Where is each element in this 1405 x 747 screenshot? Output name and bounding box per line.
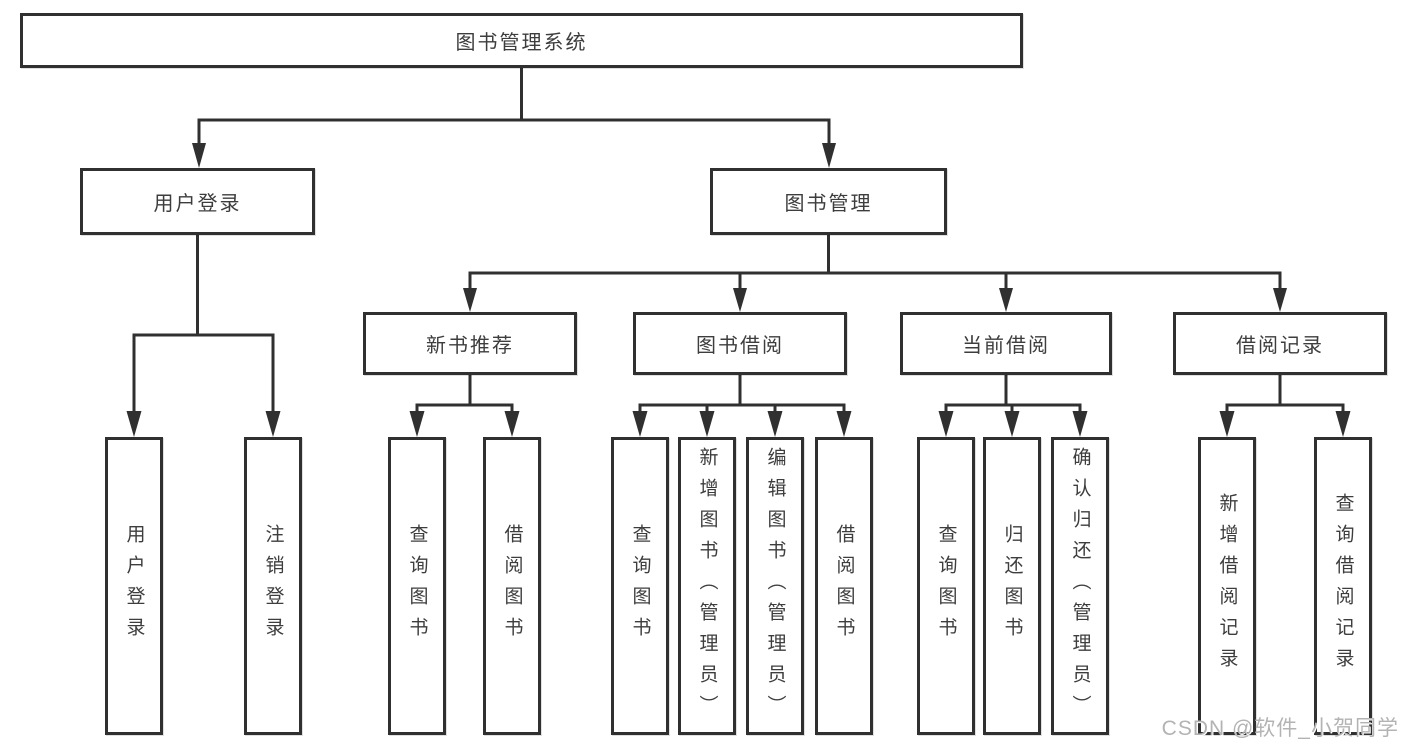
node-current-borrow: 当前借阅 (900, 312, 1112, 375)
leaf-edit-books-admin: 编辑图书（管理员） (746, 437, 804, 735)
leaf-confirm-return-admin: 确认归还（管理员） (1051, 437, 1109, 735)
node-user-login-label: 用户登录 (153, 193, 242, 215)
node-library-system-label: 图书管理系统 (455, 32, 588, 54)
leaf-current-query-books: 查询图书 (917, 437, 975, 735)
leaf-confirm-return-admin-label: 确认归还（管理员） (1069, 446, 1091, 726)
arrowhead-icons (126, 143, 1351, 437)
node-book-borrow-label: 图书借阅 (696, 335, 784, 357)
node-new-book-recommend: 新书推荐 (363, 312, 577, 375)
leaf-return-books-label: 归还图书 (1001, 524, 1023, 648)
csdn-watermark: CSDN @软件_小贺同学 (1161, 717, 1399, 740)
leaf-add-borrow-record-label: 新增借阅记录 (1216, 493, 1238, 679)
leaf-logout-label: 注销登录 (262, 524, 284, 648)
leaf-borrow-query-books-label: 查询图书 (629, 524, 651, 648)
leaf-current-query-books-label: 查询图书 (935, 524, 957, 648)
node-book-management-label: 图书管理 (784, 193, 873, 215)
leaf-add-books-admin-label: 新增图书（管理员） (696, 446, 718, 726)
leaf-query-borrow-record: 查询借阅记录 (1314, 437, 1372, 735)
leaf-add-borrow-record: 新增借阅记录 (1198, 437, 1256, 735)
leaf-add-books-admin: 新增图书（管理员） (678, 437, 736, 735)
leaf-recommend-query-books: 查询图书 (388, 437, 446, 735)
leaf-edit-books-admin-label: 编辑图书（管理员） (764, 446, 786, 726)
leaf-borrow-books-label: 借阅图书 (833, 524, 855, 648)
node-book-management: 图书管理 (710, 168, 947, 235)
node-borrow-records-label: 借阅记录 (1236, 335, 1324, 357)
leaf-user-login: 用户登录 (105, 437, 163, 735)
leaf-recommend-borrow-books: 借阅图书 (483, 437, 541, 735)
node-borrow-records: 借阅记录 (1173, 312, 1387, 375)
leaf-borrow-query-books: 查询图书 (611, 437, 669, 735)
node-user-login: 用户登录 (80, 168, 315, 235)
leaf-user-login-label: 用户登录 (123, 524, 145, 648)
leaf-recommend-query-books-label: 查询图书 (406, 524, 428, 648)
leaf-logout: 注销登录 (244, 437, 302, 735)
node-book-borrow: 图书借阅 (633, 312, 847, 375)
leaf-return-books: 归还图书 (983, 437, 1041, 735)
leaf-borrow-books: 借阅图书 (815, 437, 873, 735)
leaf-recommend-borrow-books-label: 借阅图书 (501, 524, 523, 648)
leaf-query-borrow-record-label: 查询借阅记录 (1332, 493, 1354, 679)
node-library-system: 图书管理系统 (20, 13, 1023, 68)
node-current-borrow-label: 当前借阅 (962, 335, 1050, 357)
node-new-book-recommend-label: 新书推荐 (426, 335, 514, 357)
